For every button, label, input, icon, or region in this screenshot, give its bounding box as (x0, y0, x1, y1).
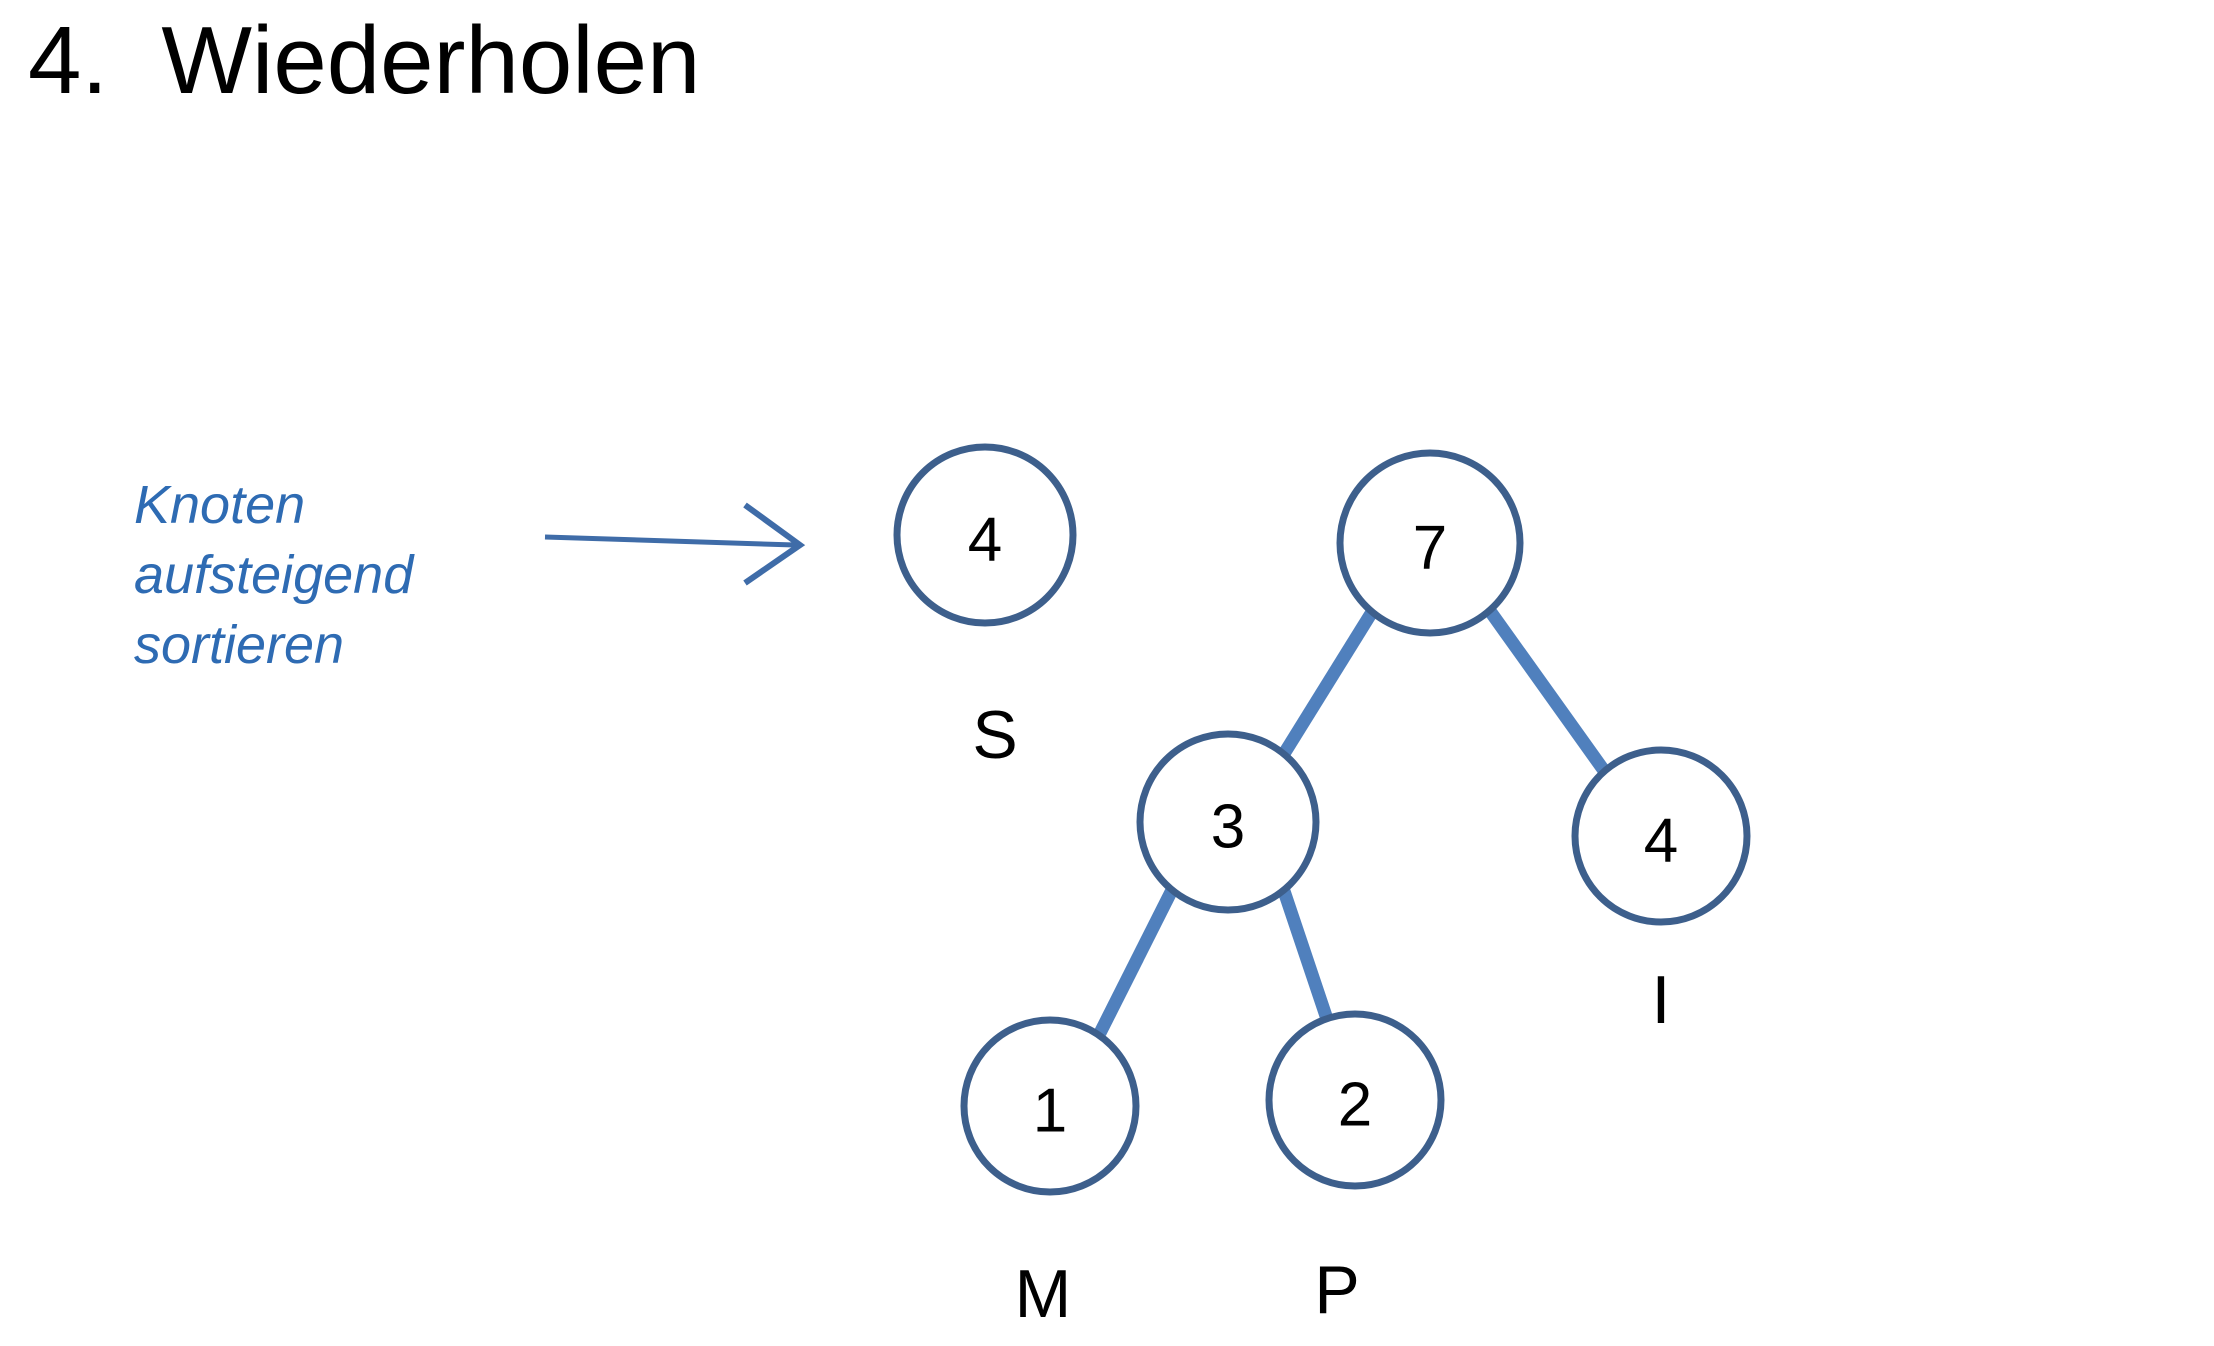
edge-n3-to-p (1276, 885, 1335, 1025)
node-circle-i[interactable] (1571, 746, 1751, 926)
pointer-arrow-shaft (544, 534, 796, 548)
edge-root-to-n3 (1276, 608, 1378, 761)
pointer-arrow (544, 502, 806, 586)
node-value-n3: 3 (1211, 793, 1245, 862)
node-circle-m[interactable] (960, 1016, 1140, 1196)
node-circle-p[interactable] (1265, 1010, 1445, 1190)
node-value-m: 1 (1033, 1077, 1067, 1146)
node-tag-m: M (1015, 1256, 1072, 1332)
node-value-i: 4 (1644, 807, 1678, 876)
annotation-line-1: Knoten (134, 475, 306, 535)
node-tag-p: P (1314, 1252, 1359, 1328)
edge-n3-to-m (1094, 887, 1178, 1036)
node-circle-s[interactable] (893, 443, 1077, 627)
pointer-arrow-head (743, 502, 806, 586)
node-value-s: 4 (968, 506, 1002, 575)
annotation-text-block: Knoten aufsteigend sortieren (134, 470, 554, 681)
tree-node-n3[interactable]: 3 (1136, 730, 1320, 914)
tree-edges (1094, 607, 1611, 1036)
annotation-line-2: aufsteigend (134, 545, 414, 606)
tree-node-i[interactable]: 4 (1571, 746, 1751, 926)
node-tag-s: S (972, 697, 1017, 773)
page-title: 4. Wiederholen (28, 7, 701, 114)
node-circle-root[interactable] (1336, 449, 1524, 637)
tree-node-s[interactable]: 4 (893, 443, 1077, 627)
edge-root-to-i (1484, 607, 1611, 776)
node-value-root: 7 (1413, 514, 1447, 583)
node-tag-i: I (1652, 962, 1671, 1038)
tree-node-p[interactable]: 2 (1265, 1010, 1445, 1190)
tree-node-m[interactable]: 1 (960, 1016, 1140, 1196)
node-circle-n3[interactable] (1136, 730, 1320, 914)
node-value-p: 2 (1338, 1071, 1372, 1140)
tree-node-root[interactable]: 7 (1336, 449, 1524, 637)
annotation-line-3: sortieren (134, 615, 345, 676)
